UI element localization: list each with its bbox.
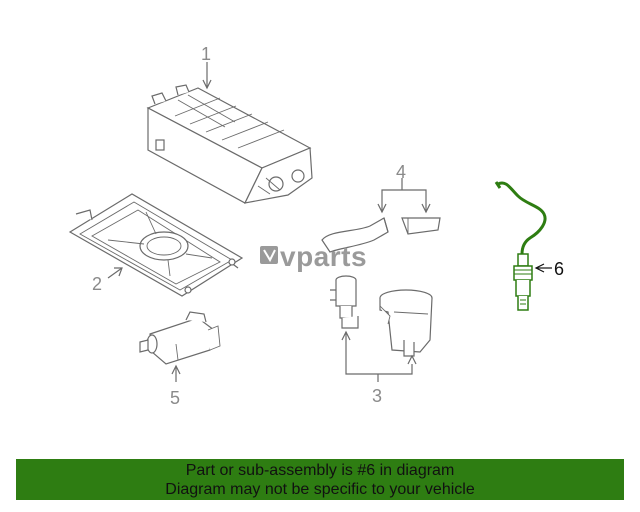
banner-line-2: Diagram may not be specific to your vehi…: [165, 480, 475, 498]
part-4-hoses[interactable]: [321, 217, 441, 253]
part-2-tray[interactable]: [68, 193, 244, 297]
callout-6: 6: [554, 259, 564, 279]
vparts-logo: vparts: [260, 241, 367, 272]
callout-1: 1: [201, 44, 211, 64]
part-6-oxygen-sensor[interactable]: [494, 181, 547, 311]
parts-diagram: 1 2 4 vparts: [68, 44, 564, 408]
part-1-canister[interactable]: [146, 84, 313, 204]
callout-5: 5: [170, 388, 180, 408]
part-5-solenoid[interactable]: [139, 311, 221, 365]
banner-line-1: Part or sub-assembly is #6 in diagram: [185, 461, 455, 479]
part-3-valve-filter[interactable]: [330, 275, 433, 357]
callout-4: 4: [396, 162, 406, 182]
logo-text: vparts: [280, 241, 367, 272]
callout-2: 2: [92, 274, 102, 294]
info-banner: Part or sub-assembly is #6 in diagram Di…: [16, 459, 624, 500]
callout-3: 3: [372, 386, 382, 406]
